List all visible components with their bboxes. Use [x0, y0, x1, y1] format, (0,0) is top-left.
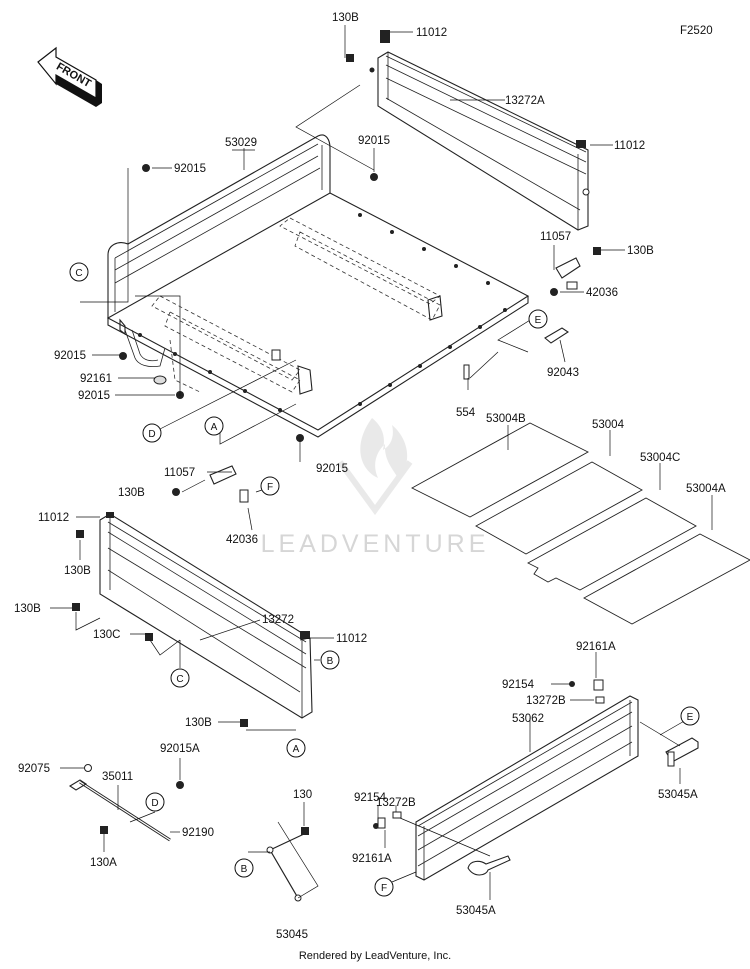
bed-hole-row — [138, 213, 507, 412]
callout-f-bed: F — [260, 476, 280, 496]
svg-text:C: C — [176, 674, 183, 685]
callout-e-bed: E — [528, 309, 548, 329]
label-130a: 130A — [90, 857, 117, 869]
svg-text:E: E — [535, 315, 542, 326]
hinge-right — [544, 247, 601, 344]
callout-f-gate: F — [374, 877, 394, 897]
credit-footer: Rendered by LeadVenture, Inc. — [298, 950, 452, 962]
label-130b-gate2: 130B — [14, 603, 41, 615]
callout-a-bed: A — [204, 416, 224, 436]
svg-text:B: B — [241, 864, 248, 875]
label-53062: 53062 — [512, 713, 544, 725]
label-13272a: 13272A — [505, 95, 545, 107]
label-92015-bed-top: 92015 — [358, 135, 390, 147]
label-11012-right: 11012 — [614, 140, 645, 152]
label-42036-left: 42036 — [226, 534, 258, 546]
bed-mats — [411, 422, 750, 625]
svg-text:E: E — [687, 712, 694, 723]
label-13272b-bot: 13272B — [376, 797, 416, 809]
label-92161a-bot: 92161A — [352, 853, 392, 865]
label-92075: 92075 — [18, 763, 50, 775]
hinge-left — [172, 465, 249, 503]
watermark-text: LEADVENTURE — [261, 530, 490, 558]
label-53029: 53029 — [225, 137, 257, 149]
tailgate-13272 — [72, 512, 313, 727]
label-92015-left: 92015 — [174, 163, 206, 175]
label-130b-gate3: 130B — [185, 717, 212, 729]
label-92154-bot: 92154 — [354, 792, 387, 804]
label-11012-mid: 11012 — [38, 512, 69, 524]
label-11057-right: 11057 — [540, 231, 571, 243]
label-92015-bottom: 92015 — [316, 463, 348, 475]
label-11012-top: 11012 — [416, 27, 447, 39]
label-92154-top: 92154 — [502, 679, 535, 691]
label-92161: 92161 — [80, 373, 112, 385]
label-42036-right: 42036 — [586, 287, 618, 299]
label-53004: 53004 — [592, 419, 625, 431]
callout-a-gate: A — [286, 738, 306, 758]
svg-text:C: C — [75, 268, 82, 279]
label-130c: 130C — [93, 629, 121, 641]
label-53004c: 53004C — [640, 452, 680, 464]
svg-text:A: A — [293, 744, 300, 755]
label-11057-left: 11057 — [164, 467, 195, 479]
label-130b-left: 130B — [118, 487, 145, 499]
leader-lines — [50, 25, 713, 900]
label-92161a-top: 92161A — [576, 641, 616, 653]
label-53004b: 53004B — [486, 413, 526, 425]
label-53045a-right: 53045A — [658, 789, 698, 801]
svg-text:F: F — [267, 482, 273, 493]
label-130b-gate1: 130B — [64, 565, 91, 577]
svg-text:F: F — [381, 883, 387, 894]
svg-text:A: A — [211, 422, 218, 433]
cargo-bed-53029 — [106, 134, 530, 438]
label-92015-bl2: 92015 — [78, 390, 110, 402]
callout-e-gate: E — [680, 706, 700, 726]
label-35011: 35011 — [102, 771, 133, 783]
bed-fasteners — [119, 30, 470, 442]
callout-c-top: C — [69, 262, 89, 282]
label-53045a-bot: 53045A — [456, 905, 496, 917]
part-labels: 130B 11012 13272A 11012 53029 92015 9201… — [14, 12, 726, 941]
figure-code: F2520 — [680, 25, 713, 37]
tailgate-13272a — [369, 35, 590, 231]
label-130b-top: 130B — [332, 12, 359, 24]
label-92015a: 92015A — [160, 743, 200, 755]
svg-text:B: B — [327, 656, 334, 667]
svg-text:D: D — [148, 429, 155, 440]
label-13272b-top: 13272B — [526, 695, 566, 707]
front-arrow-icon: FRONT — [37, 46, 102, 107]
label-11012-gate: 11012 — [336, 633, 367, 645]
label-53045: 53045 — [276, 929, 308, 941]
callout-d-bed: D — [142, 423, 162, 443]
callout-b-cable: B — [234, 858, 254, 878]
callout-c-gate: C — [170, 668, 190, 688]
label-53004a: 53004A — [686, 483, 726, 495]
label-554: 554 — [456, 407, 476, 419]
label-92043: 92043 — [547, 367, 579, 379]
tailgate-53062 — [373, 679, 699, 881]
label-130b-right: 130B — [627, 245, 654, 257]
latch-rod-35011 — [68, 764, 184, 842]
label-92190: 92190 — [182, 827, 214, 839]
callout-d-rod: D — [145, 792, 165, 812]
watermark-logo — [337, 418, 413, 516]
label-92015-bl: 92015 — [54, 350, 86, 362]
svg-text:D: D — [151, 798, 158, 809]
label-130: 130 — [293, 789, 312, 801]
callout-b-gate: B — [320, 650, 340, 670]
label-13272: 13272 — [262, 614, 294, 626]
